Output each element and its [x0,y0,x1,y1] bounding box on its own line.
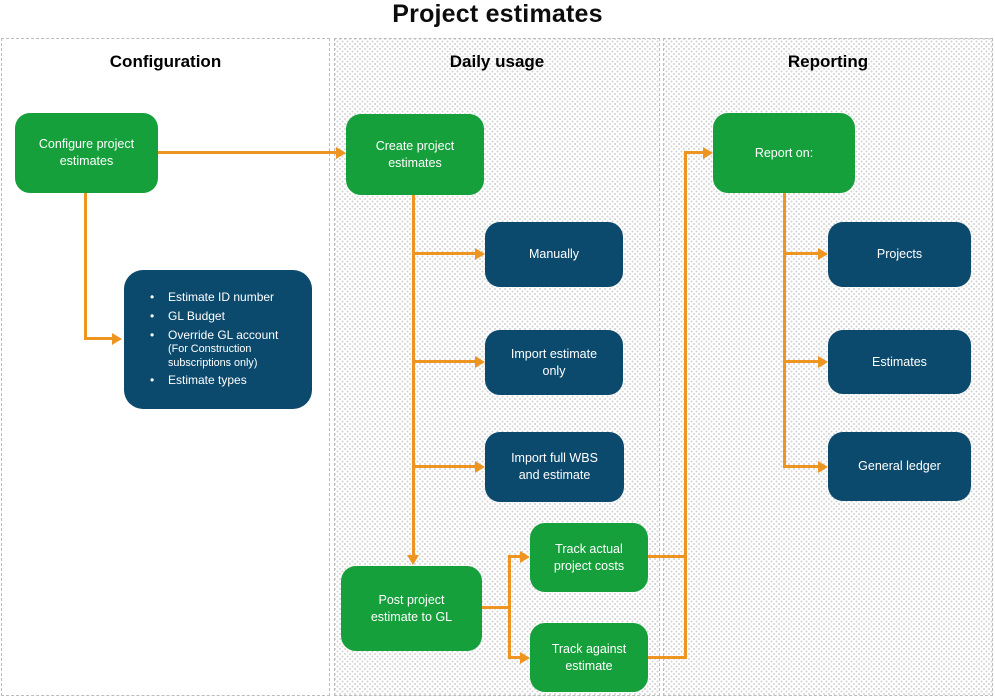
config-details-item-1: Estimate ID number [148,290,278,306]
connector-track-split [508,555,511,659]
config-details-item-3-note: (For Construction subscriptions only) [168,343,258,369]
node-projects-label: Projects [876,247,923,262]
connector-to-report-on [684,151,703,154]
node-import-estimate-only: Import estimate only [485,330,623,395]
node-general-ledger-label: General ledger [858,459,941,474]
node-manually-label: Manually [528,247,580,262]
arrowhead-into-projects [818,248,828,260]
node-configuration-details: Estimate ID number GL Budget Override GL… [124,270,312,409]
connector-reporting-riser [684,151,687,659]
panel-configuration-header: Configuration [109,52,222,71]
node-post-project-estimate: Post project estimate to GL [341,566,482,651]
arrowhead-into-general-ledger [818,461,828,473]
node-track-actual-label: Track actual project costs [553,541,625,573]
arrowhead-into-report-on [703,147,713,159]
config-details-item-3-label: Override GL account [168,327,279,342]
config-details-item-3: Override GL account(For Construction sub… [148,328,278,371]
connector-to-general-ledger [783,465,818,468]
connector-configure-to-details [84,337,114,340]
connector-create-down-spine [412,195,415,556]
node-create-label: Create project estimates [375,138,455,170]
node-estimates: Estimates [828,330,971,394]
node-report-on: Report on: [713,113,855,193]
panel-reporting-header: Reporting [787,52,869,71]
arrowhead-into-import-estimate [475,356,485,368]
connector-configure-down [84,192,87,340]
arrowhead-into-post [407,555,419,565]
node-import-full-wbs: Import full WBS and estimate [485,432,624,502]
connector-to-track-against [508,656,520,659]
arrowhead-into-create [336,147,346,159]
node-post-label: Post project estimate to GL [370,592,453,624]
arrowhead-into-estimates [818,356,828,368]
node-configure-label: Configure project estimates [38,137,135,168]
config-details-item-1-label: Estimate ID number [168,290,275,305]
node-import-estimate-label: Import estimate only [510,346,598,378]
diagram-title: Project estimates [392,0,603,28]
node-estimates-label: Estimates [872,354,927,369]
node-general-ledger: General ledger [828,432,971,501]
connector-report-down-spine [783,192,786,468]
arrowhead-into-track-actual [520,551,530,563]
config-details-list: Estimate ID number GL Budget Override GL… [148,287,278,391]
config-details-item-4: Estimate types [148,373,278,389]
node-manually: Manually [485,222,623,287]
node-configure-project-estimates: Configure project estimates [15,113,158,193]
connector-to-manually [412,252,475,255]
connector-to-import-wbs [412,465,475,468]
connector-to-track-actual [508,555,520,558]
connector-track-actual-right [648,555,687,558]
arrowhead-into-manually [475,248,485,260]
node-create-project-estimates: Create project estimates [346,114,484,195]
config-details-item-4-label: Estimate types [168,373,247,388]
connector-to-estimates [783,360,818,363]
connector-track-against-right [648,656,687,659]
connector-post-right [482,606,511,609]
arrowhead-into-track-against [520,652,530,664]
connector-to-projects [783,252,818,255]
config-details-item-2-label: GL Budget [168,308,225,323]
arrowhead-into-details [112,333,122,345]
node-track-against-label: Track against estimate [551,641,627,673]
node-track-against-estimate: Track against estimate [530,623,648,692]
node-report-on-label: Report on: [754,145,814,160]
arrowhead-into-import-wbs [475,461,485,473]
connector-to-import-estimate [412,360,475,363]
node-projects: Projects [828,222,971,287]
connector-configure-to-create [158,151,338,154]
node-track-actual-costs: Track actual project costs [530,523,648,592]
panel-daily-usage-header: Daily usage [449,52,545,71]
config-details-item-2: GL Budget [148,309,278,325]
node-import-wbs-label: Import full WBS and estimate [511,451,598,482]
